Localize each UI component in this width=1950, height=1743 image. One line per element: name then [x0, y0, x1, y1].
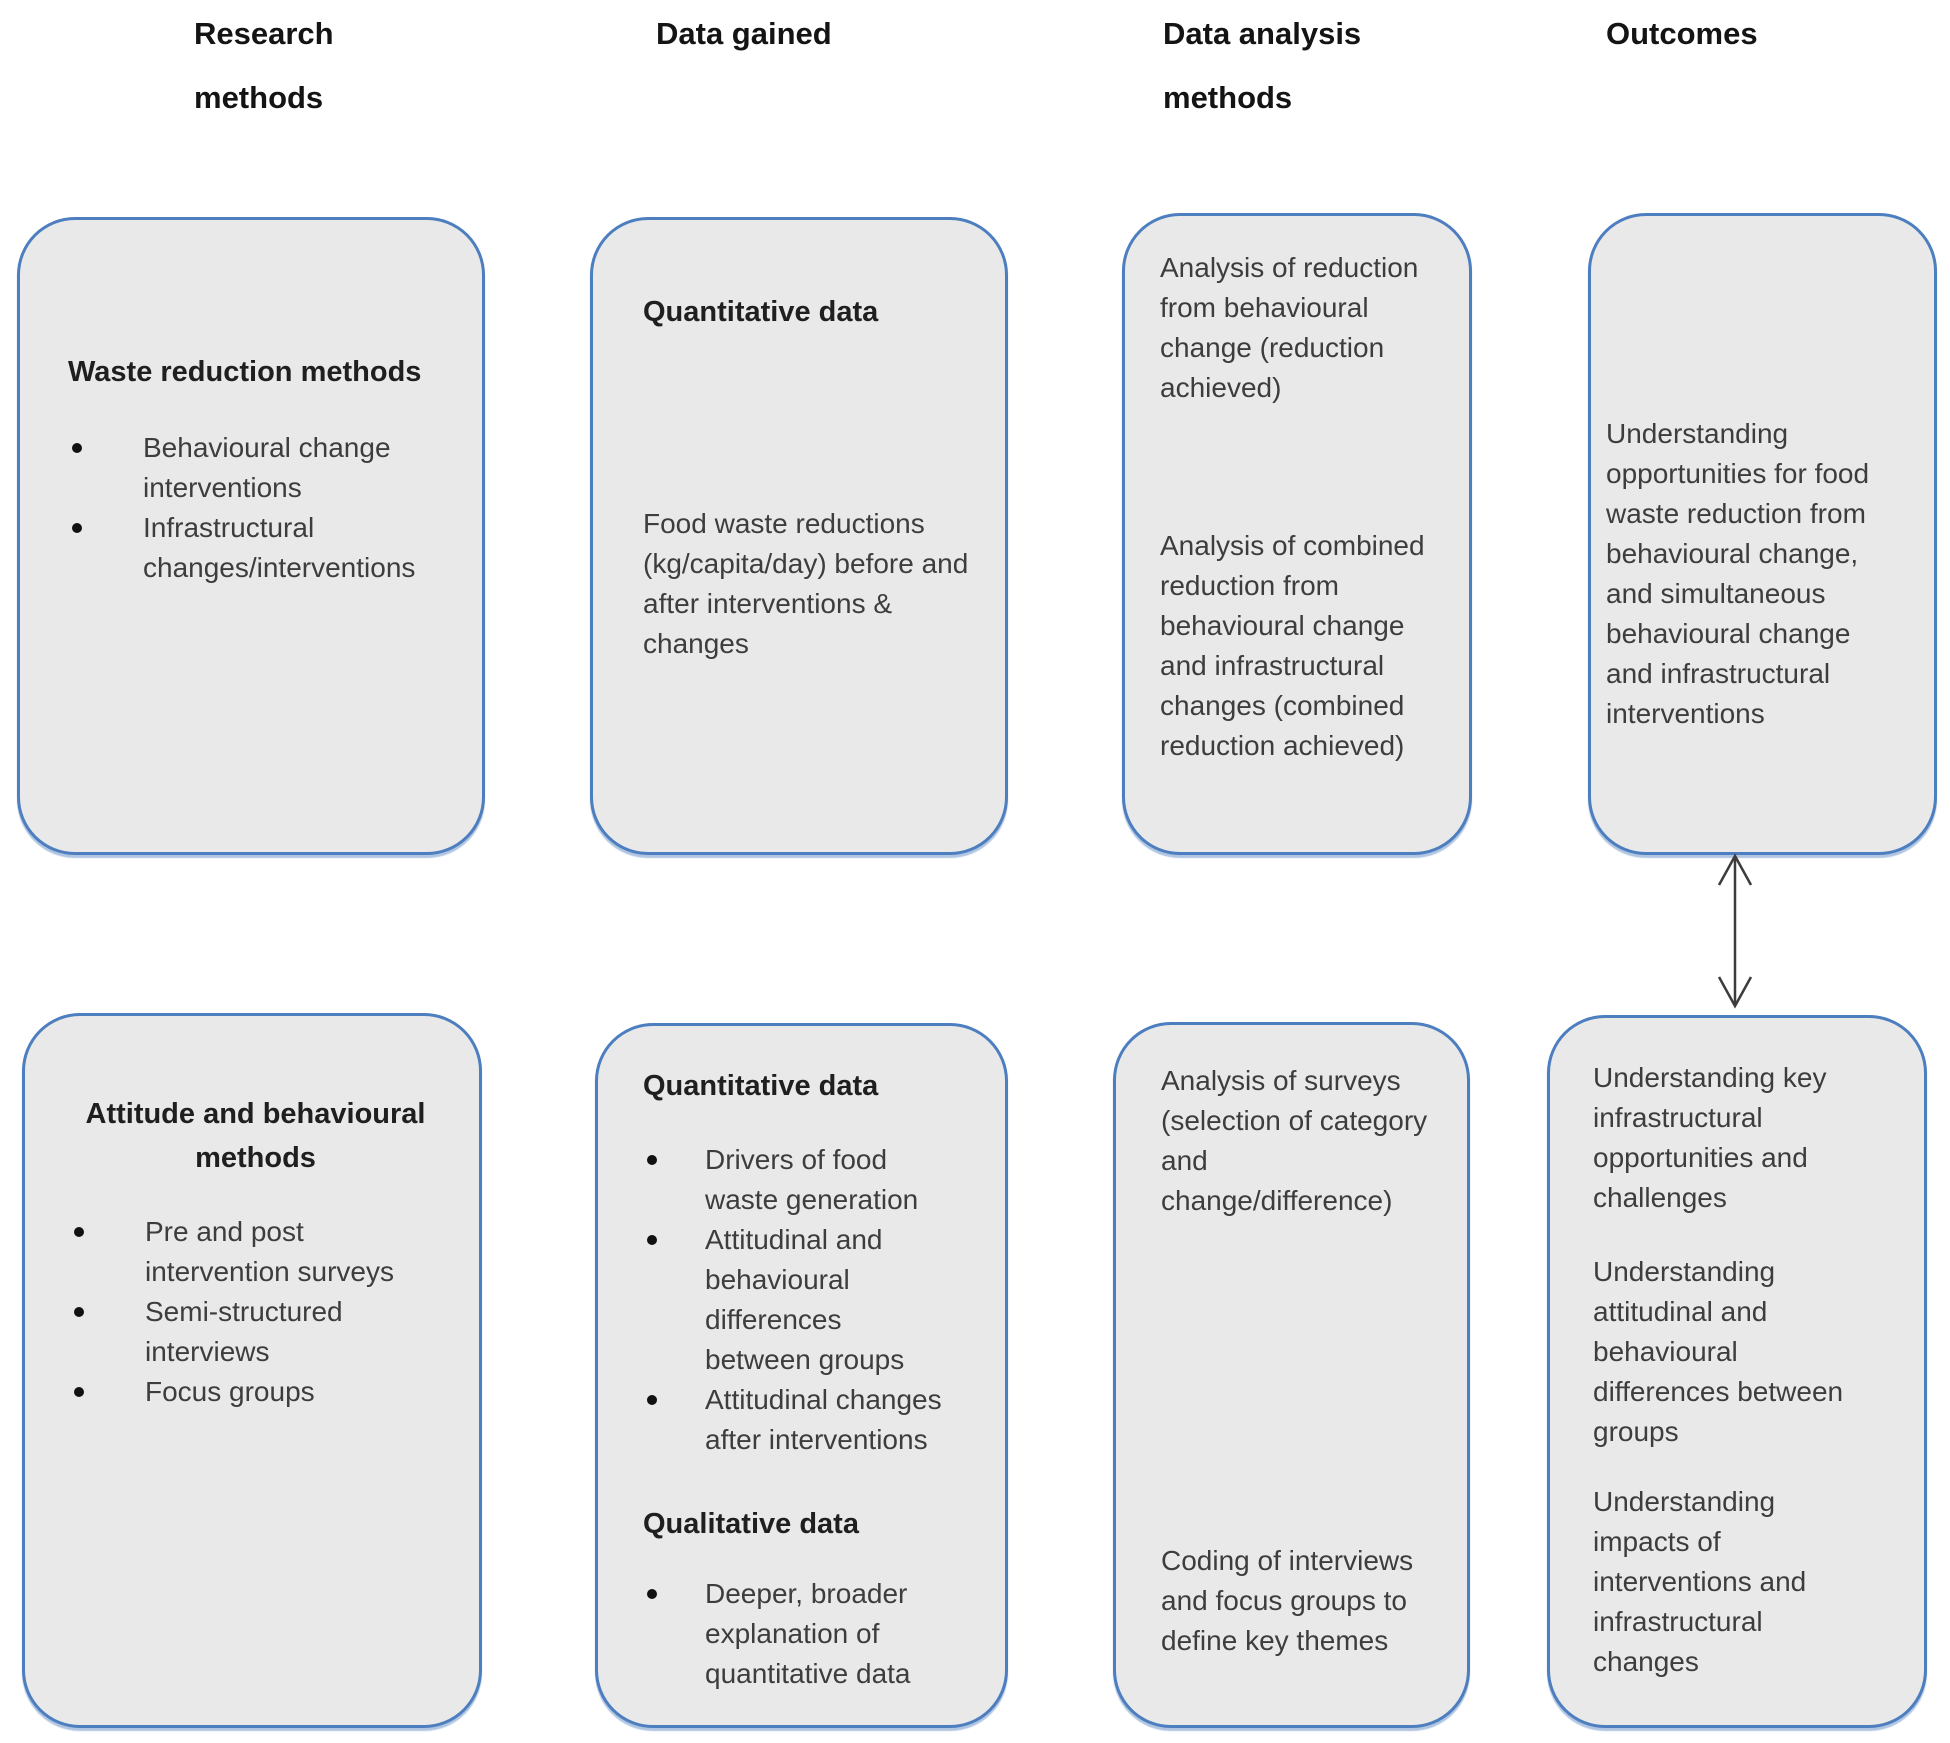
box-attitude-behavioural-methods: Attitude and behavioural methods Pre and… — [22, 1013, 482, 1728]
bullet-list: Behavioural change interventions Infrast… — [68, 428, 444, 588]
box-outcomes-top: Understanding opportunities for food was… — [1588, 213, 1937, 855]
box-data-gained-bottom: Quantitative data Drivers of food waste … — [595, 1023, 1008, 1728]
column-header-research-methods: Research methods — [194, 16, 334, 115]
box-paragraph: Analysis of reduction from behavioural c… — [1160, 252, 1419, 403]
box-analysis-methods-bottom: Analysis of surveys (selection of catego… — [1113, 1022, 1470, 1728]
bullet-item: Pre and post intervention surveys — [70, 1212, 441, 1292]
box-paragraph: Analysis of surveys (selection of catego… — [1161, 1065, 1428, 1216]
box-title: Attitude and behavioural methods — [85, 1098, 426, 1174]
bullet-item: Semi-structured interviews — [70, 1292, 441, 1372]
bullet-item: Deeper, broader explanation of quantitat… — [643, 1574, 955, 1694]
box-paragraph: Analysis of combined reduction from beha… — [1160, 530, 1425, 761]
box-analysis-methods-top: Analysis of reduction from behavioural c… — [1122, 213, 1472, 855]
bullet-item: Infrastructural changes/interventions — [68, 508, 444, 588]
bullet-list: Drivers of food waste generation Attitud… — [643, 1140, 977, 1460]
bullet-item: Drivers of food waste generation — [643, 1140, 955, 1220]
box-paragraph: Food waste reductions (kg/capita/day) be… — [643, 508, 969, 659]
box-paragraph: Understanding impacts of interventions a… — [1593, 1486, 1807, 1677]
bullet-item: Attitudinal changes after interventions — [643, 1380, 955, 1460]
box-paragraph: Understanding opportunities for food was… — [1606, 418, 1870, 729]
box-title: Qualitative data — [643, 1508, 859, 1540]
box-waste-reduction-methods: Waste reduction methods Behavioural chan… — [17, 217, 485, 855]
box-outcomes-bottom: Understanding key infrastructural opport… — [1547, 1015, 1927, 1728]
double-arrow-icon — [1717, 853, 1753, 1009]
box-title: Quantitative data — [643, 296, 879, 328]
column-header-data-gained: Data gained — [656, 16, 832, 51]
box-paragraph: Coding of interviews and focus groups to… — [1161, 1545, 1414, 1656]
box-title: Quantitative data — [643, 1070, 879, 1102]
bullet-list: Deeper, broader explanation of quantitat… — [643, 1574, 977, 1694]
bullet-item: Behavioural change interventions — [68, 428, 444, 508]
box-title: Waste reduction methods — [68, 356, 422, 388]
column-header-outcomes: Outcomes — [1606, 16, 1758, 51]
box-paragraph: Understanding key infrastructural opport… — [1593, 1062, 1827, 1213]
bullet-list: Pre and post intervention surveys Semi-s… — [70, 1212, 441, 1412]
bullet-item: Focus groups — [70, 1372, 441, 1412]
box-quantitative-data-top: Quantitative data Food waste reductions … — [590, 217, 1008, 855]
bullet-item: Attitudinal and behavioural differences … — [643, 1220, 955, 1380]
column-header-data-analysis-methods: Data analysis methods — [1163, 16, 1362, 115]
box-paragraph: Understanding attitudinal and behavioura… — [1593, 1256, 1844, 1447]
